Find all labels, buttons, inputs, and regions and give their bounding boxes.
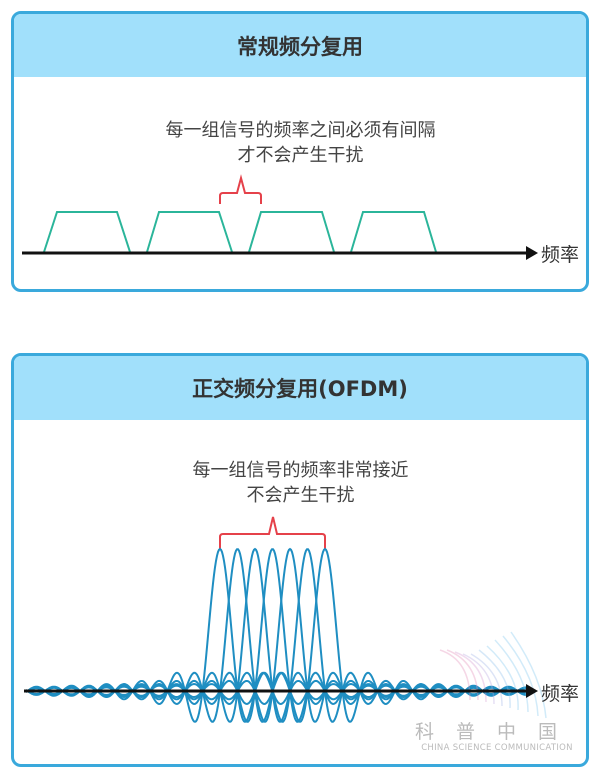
panel-title: 常规频分复用 (14, 14, 586, 77)
trapezoid-signals (43, 211, 437, 253)
axis-label-frequency: 频率 (541, 683, 580, 705)
watermark-cn: 科普中国 (414, 721, 579, 743)
caption-line-1: 每一组信号的频率非常接近 (192, 460, 409, 481)
panel-ofdm: 正交频分复用(OFDM) (11, 353, 589, 767)
panel-conventional-fdm: 常规频分复用 (11, 11, 589, 292)
gap-bracket (219, 174, 262, 204)
caption-line-2: 才不会产生干扰 (237, 145, 364, 166)
panel-title: 正交频分复用(OFDM) (14, 356, 586, 420)
arrow-head (526, 246, 538, 260)
close-spacing-bracket (219, 516, 326, 549)
sinc-subcarriers (25, 547, 533, 723)
caption-line-2: 不会产生干扰 (246, 485, 355, 506)
caption-line-1: 每一组信号的频率之间必须有间隔 (165, 120, 436, 141)
watermark: 科普中国 CHINA SCIENCE COMMUNICATION (402, 722, 592, 754)
watermark-logo (439, 631, 547, 719)
watermark-en: CHINA SCIENCE COMMUNICATION (421, 743, 573, 753)
arrow-head (526, 684, 538, 698)
axis-label-frequency: 频率 (541, 244, 580, 266)
